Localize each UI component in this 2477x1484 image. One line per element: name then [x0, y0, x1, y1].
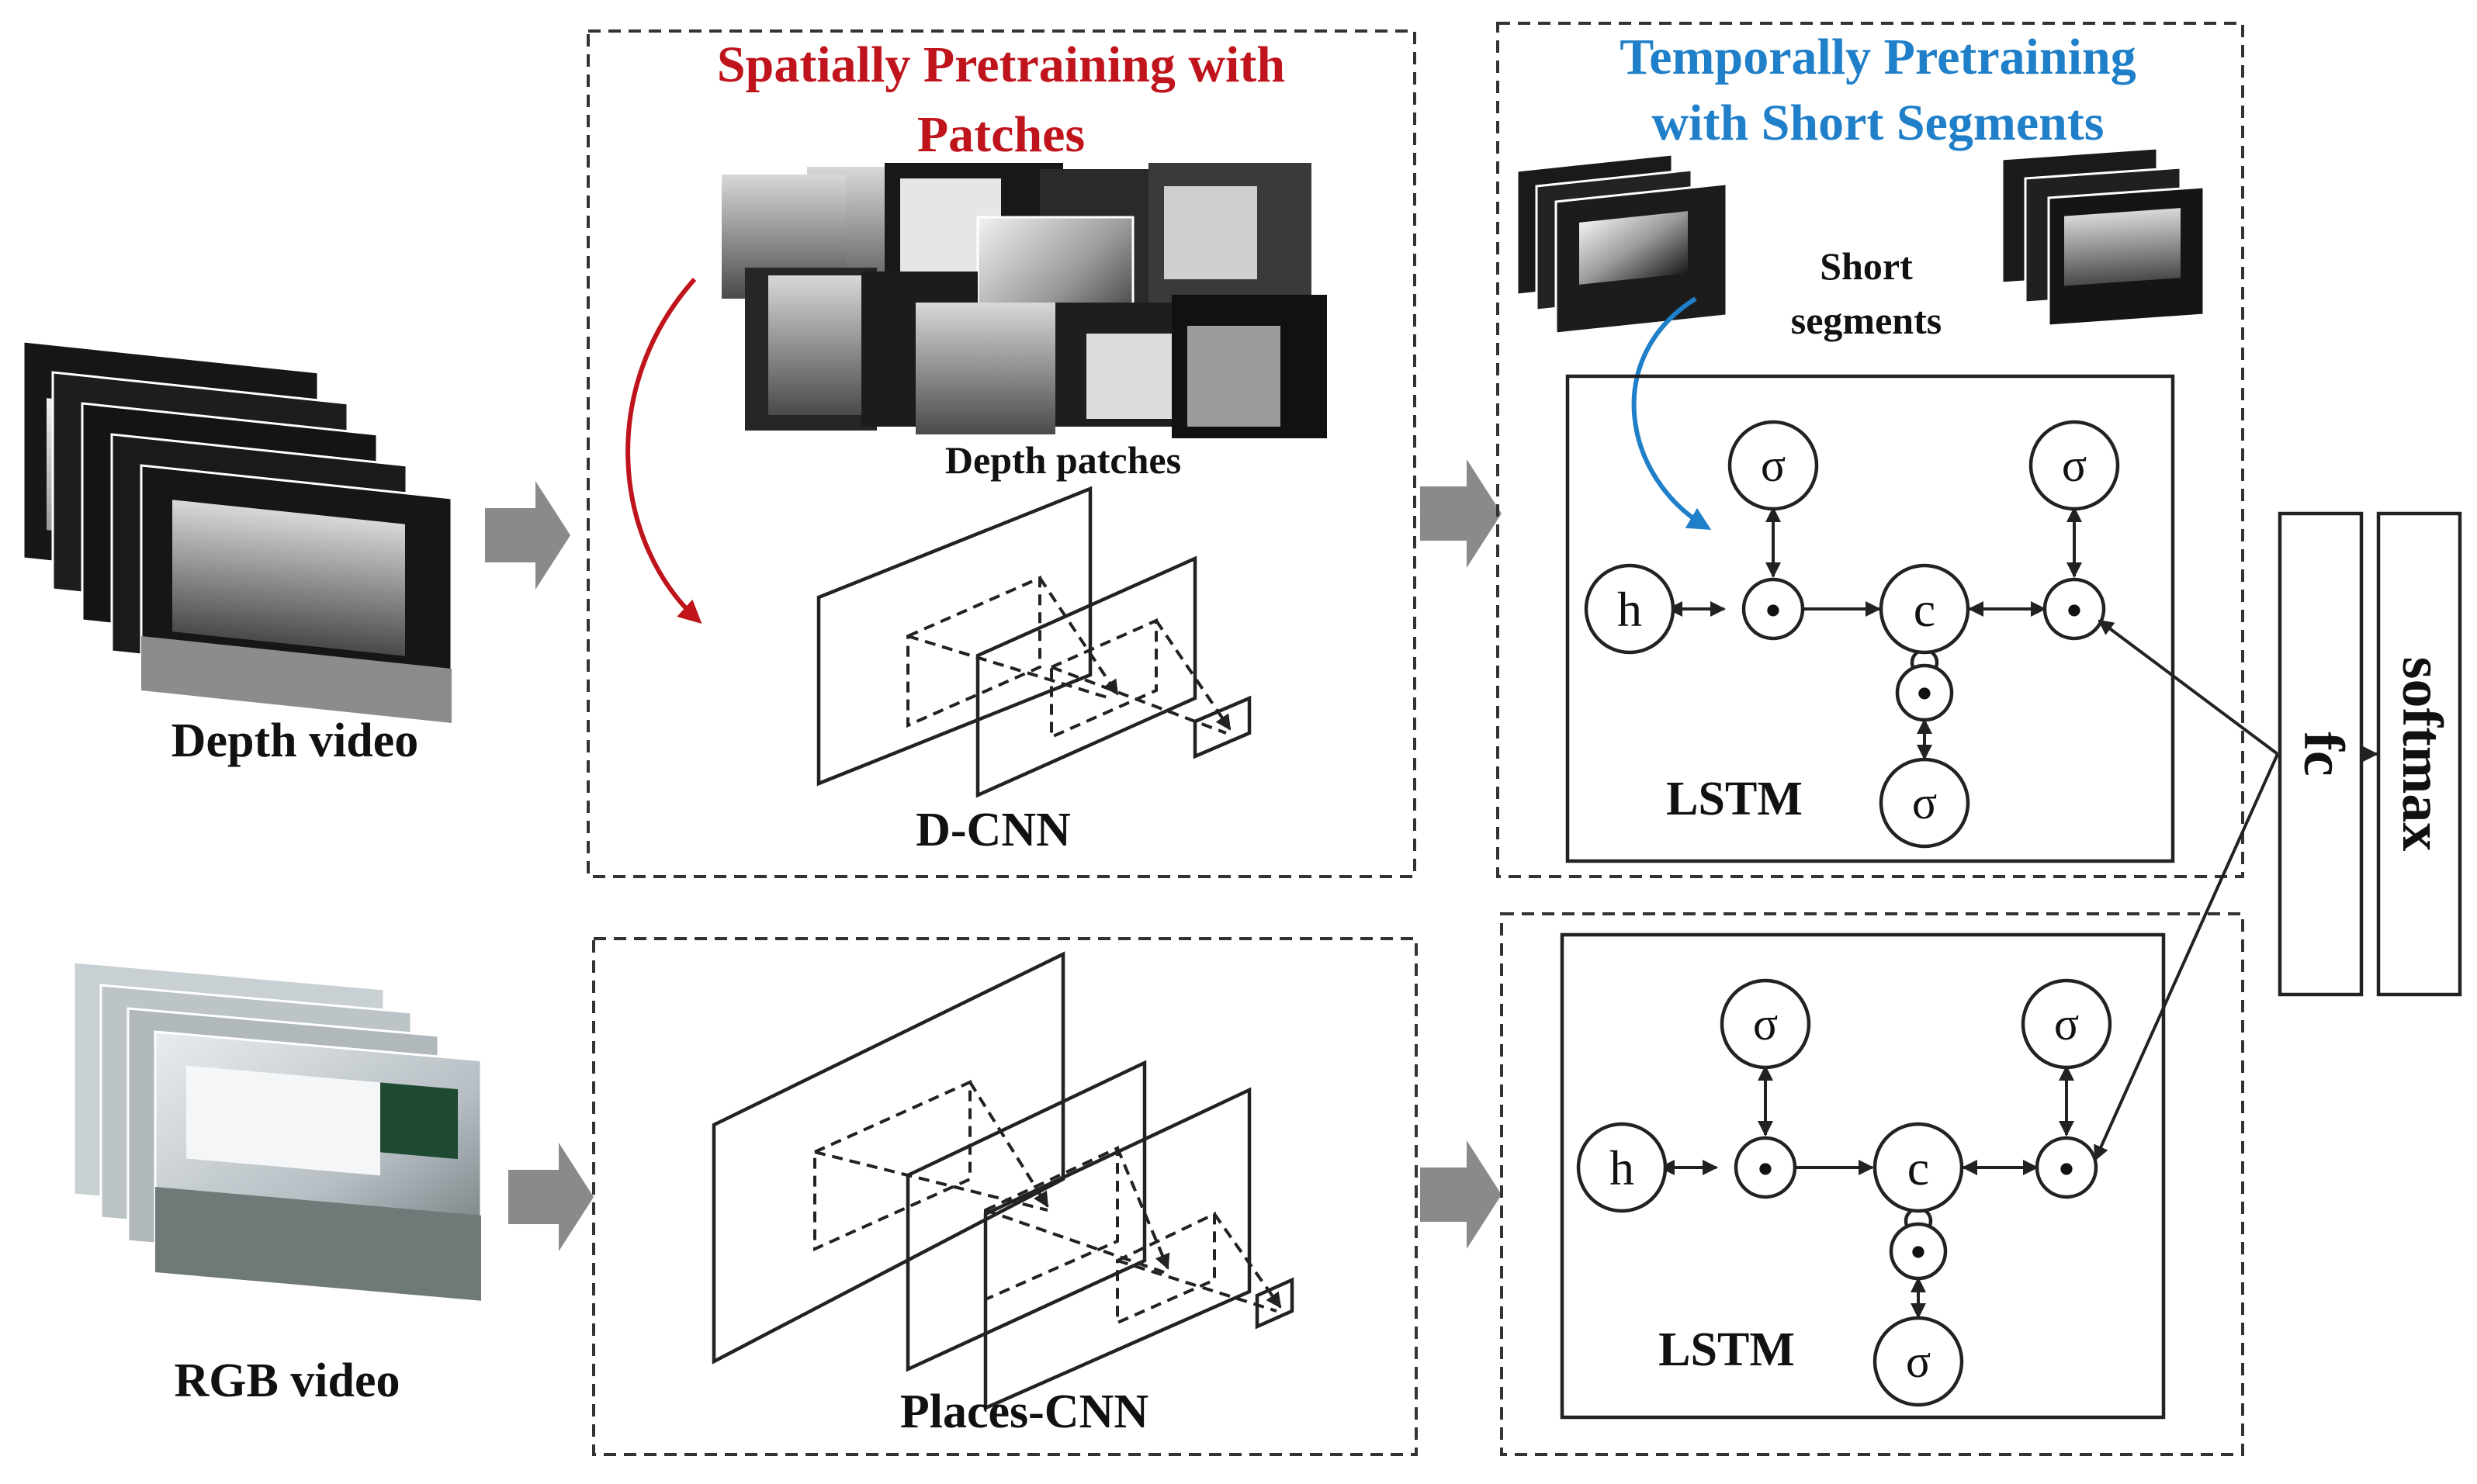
rgb-video-stack: [72, 960, 483, 1302]
temporal-title-line1: Temporally Pretraining: [1620, 29, 2136, 85]
lstm-bottom-sigma-output-symbol: σ: [2054, 998, 2079, 1050]
lstm-bottom-cell: h • c • • σ σ σ: [1576, 978, 2112, 1407]
lstm-bottom-sigma-output: [2021, 978, 2112, 1070]
lstm-top-cell-node: [1879, 563, 1970, 655]
lstm-top-gate-output-symbol: •: [2066, 583, 2083, 638]
spatial-title-line1: Spatially Pretraining with: [717, 36, 1285, 93]
lstm-top-hidden-symbol: h: [1617, 582, 1642, 637]
red-curved-arrow: [625, 278, 702, 624]
lstm-top-sigma-forget: [1879, 757, 1970, 849]
softmax-label: softmax: [2390, 657, 2454, 852]
lstm-top-gate-input-symbol: •: [1765, 583, 1782, 638]
lstm-top-sigma-forget-symbol: σ: [1912, 777, 1937, 828]
temporal-pretraining-box: [1496, 22, 2244, 878]
rgb-video-label: RGB video: [174, 1354, 400, 1407]
lstm-top-gate-output: [2042, 577, 2106, 641]
places-cnn-label: Places-CNN: [900, 1385, 1148, 1438]
flow-arrow-placescnn-to-lstm: [1420, 1140, 1502, 1249]
lstm-bottom-cell-symbol: c: [1907, 1140, 1929, 1195]
lstm-bottom-gate-forget-symbol: •: [1910, 1224, 1927, 1279]
fc-layer-box: [2278, 511, 2364, 997]
short-segments-label-line1: Short: [1820, 244, 1913, 288]
lstm-top-cell-symbol: c: [1914, 582, 1935, 637]
lstm-bottom-cell-node: [1872, 1122, 1964, 1213]
lstm-top-gate-forget: [1895, 663, 1954, 722]
places-cnn-box: [592, 937, 1418, 1456]
depth-video-label: Depth video: [171, 714, 419, 767]
lstm-bottom-sigma-input-symbol: σ: [1753, 998, 1778, 1050]
depth-video-stack: [22, 340, 453, 725]
depth-patches-label: Depth patches: [945, 438, 1181, 482]
lstm-bottom-hidden-symbol: h: [1609, 1140, 1634, 1195]
flow-arrow-rgb-to-placescnn: [508, 1143, 594, 1251]
lstm-top-sigma-output: [2028, 420, 2120, 511]
short-segments-label-line2: segments: [1791, 299, 1942, 342]
bottom-lstm-to-fc-connection: [2094, 753, 2279, 1161]
d-cnn-layers: [816, 486, 1252, 798]
lstm-top-label: LSTM: [1666, 773, 1803, 825]
lstm-bottom-sigma-forget: [1872, 1316, 1964, 1407]
lstm-top-hidden-node: [1584, 563, 1675, 655]
short-segment-stack-left: [1516, 153, 1728, 335]
lstm-bottom-gate-output-symbol: •: [2058, 1141, 2075, 1196]
blue-curved-arrow: [1631, 296, 1712, 531]
lstm-bottom-gate-forget: [1889, 1222, 1948, 1281]
lstm-top-cell: h • c • • σ σ σ: [1584, 420, 2120, 849]
lstm-top-gate-forget-symbol: •: [1916, 666, 1933, 721]
lstm-top-sigma-output-symbol: σ: [2062, 440, 2087, 491]
depth-patches-image: [722, 163, 1327, 438]
short-segment-stack-right: [2001, 147, 2205, 327]
places-cnn-layers: [712, 951, 1294, 1411]
flow-arrow-depth-to-dcnn: [485, 481, 570, 590]
lstm-bottom-label: LSTM: [1658, 1323, 1795, 1376]
lstm-top-gate-input: [1741, 577, 1805, 641]
lstm-bottom-sigma-input: [1720, 978, 1811, 1070]
lstm-bottom-gate-output: [2035, 1136, 2098, 1199]
softmax-layer-box: [2376, 511, 2462, 997]
flow-arrow-dcnn-to-lstm: [1420, 459, 1502, 568]
flow-arrows: [485, 459, 1502, 1251]
lstm-bottom-gate-input-symbol: •: [1757, 1141, 1774, 1196]
spatial-title-line2: Patches: [917, 106, 1085, 163]
fc-label: fc: [2292, 732, 2355, 777]
d-cnn-label: D-CNN: [916, 804, 1071, 856]
lstm-top-sigma-input-symbol: σ: [1761, 440, 1786, 491]
lstm-bottom-gate-input: [1734, 1136, 1797, 1199]
spatial-pretraining-box: [587, 29, 1416, 878]
temporal-bottom-box: [1500, 912, 2244, 1456]
lstm-bottom-sigma-forget-symbol: σ: [1906, 1336, 1931, 1387]
temporal-title-line2: with Short Segments: [1651, 95, 2104, 151]
top-lstm-to-fc-connection: [2098, 619, 2279, 756]
lstm-bottom-hidden-node: [1576, 1122, 1668, 1213]
lstm-top-box: [1565, 374, 2175, 863]
lstm-bottom-box: [1560, 932, 2166, 1420]
lstm-top-sigma-input: [1727, 420, 1819, 511]
